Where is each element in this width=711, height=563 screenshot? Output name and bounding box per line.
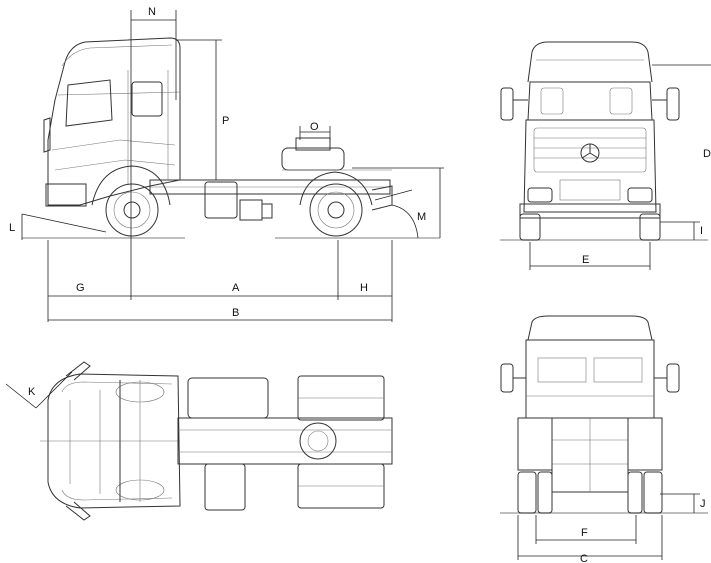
label-p: P (222, 115, 229, 127)
rear-view: J F C (500, 315, 708, 563)
top-view: K (5, 361, 393, 521)
label-g: G (76, 282, 85, 294)
front-view: D I E (500, 41, 711, 270)
label-c: C (580, 553, 588, 563)
label-d: D (703, 148, 711, 160)
label-h: H (360, 282, 368, 294)
label-e: E (582, 254, 589, 266)
label-m: M (417, 211, 426, 223)
label-n: N (148, 6, 156, 18)
label-j: J (700, 498, 706, 510)
label-o: O (310, 121, 319, 133)
label-i: I (700, 225, 703, 237)
label-a: A (232, 282, 240, 294)
side-view: N P O L M G A H B (9, 6, 444, 322)
label-f: F (581, 527, 588, 539)
label-l: L (9, 222, 15, 234)
label-k: K (28, 386, 36, 398)
label-b: B (232, 307, 239, 319)
